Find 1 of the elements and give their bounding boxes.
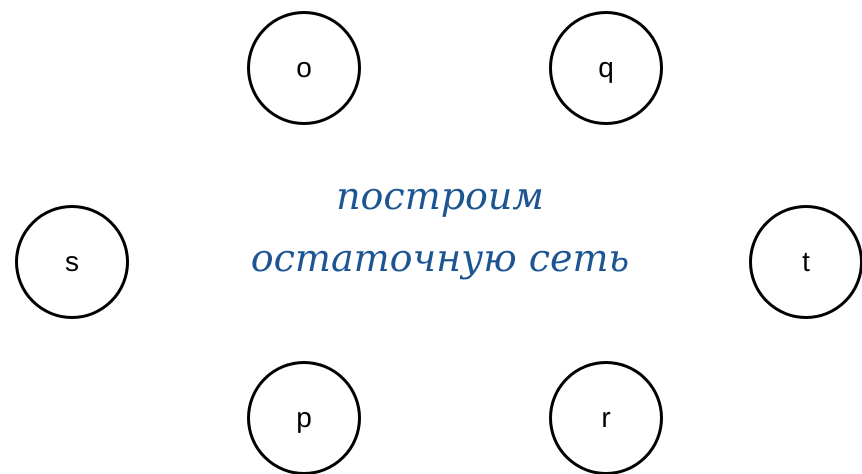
handwritten-note: построим остаточную сеть <box>250 173 630 282</box>
